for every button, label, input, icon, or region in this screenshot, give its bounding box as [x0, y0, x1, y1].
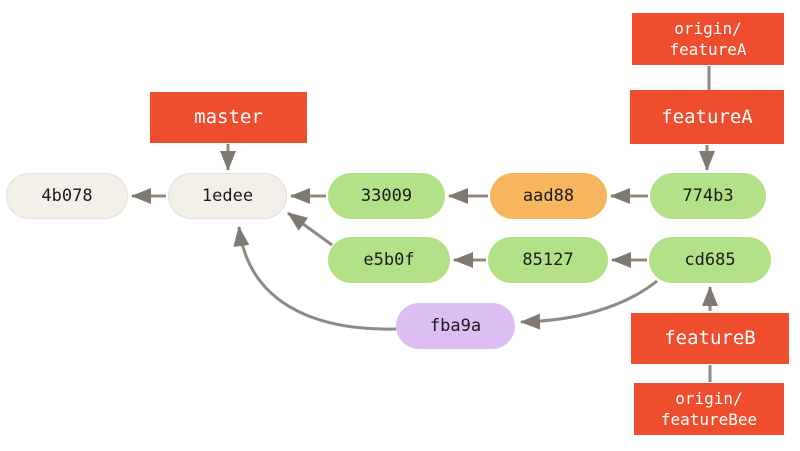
commit-node-aad88: aad88 — [490, 173, 607, 219]
commit-node-1edee: 1edee — [168, 173, 287, 219]
commit-hash: cd685 — [684, 250, 736, 270]
commit-hash: 85127 — [522, 250, 574, 270]
commit-hash: 1edee — [201, 186, 254, 206]
commit-node-fba9a: fba9a — [396, 303, 515, 349]
branch-label-master: master — [150, 92, 307, 143]
branch-label-text: featureA — [661, 105, 753, 128]
edge-cd685-to-fba9a — [520, 279, 658, 330]
commit-hash: fba9a — [429, 316, 482, 336]
branch-label-origin-featurea: origin/ featureA — [632, 13, 784, 65]
commit-hash: aad88 — [522, 186, 575, 206]
branch-label-origin-featurebee: origin/ featureBee — [634, 383, 784, 435]
branch-label-text: featureB — [664, 327, 756, 349]
branch-label-featureb: featureB — [631, 313, 789, 364]
edge-e5b0f-to-1edee — [287, 211, 333, 247]
commit-node-cd685: cd685 — [649, 237, 771, 283]
branch-label-line: featureA — [669, 40, 747, 59]
commit-node-85127: 85127 — [488, 237, 608, 283]
commit-hash: 33009 — [360, 186, 413, 206]
commit-node-33009: 33009 — [328, 173, 445, 219]
edge-fba9a-to-1edee — [233, 226, 397, 331]
commit-hash: 774b3 — [682, 186, 734, 206]
commit-node-4b078: 4b078 — [6, 173, 128, 219]
commit-hash: e5b0f — [363, 250, 415, 270]
branch-label-line: featureBee — [660, 410, 758, 429]
branch-label-text: master — [194, 106, 263, 128]
branch-label-line: origin/ — [675, 389, 743, 408]
branch-label-line: origin/ — [674, 19, 742, 38]
commit-node-e5b0f: e5b0f — [328, 237, 450, 283]
commit-node-774b3: 774b3 — [650, 173, 766, 219]
commit-hash: 4b078 — [41, 186, 93, 206]
branch-label-featurea: featureA — [630, 90, 784, 144]
